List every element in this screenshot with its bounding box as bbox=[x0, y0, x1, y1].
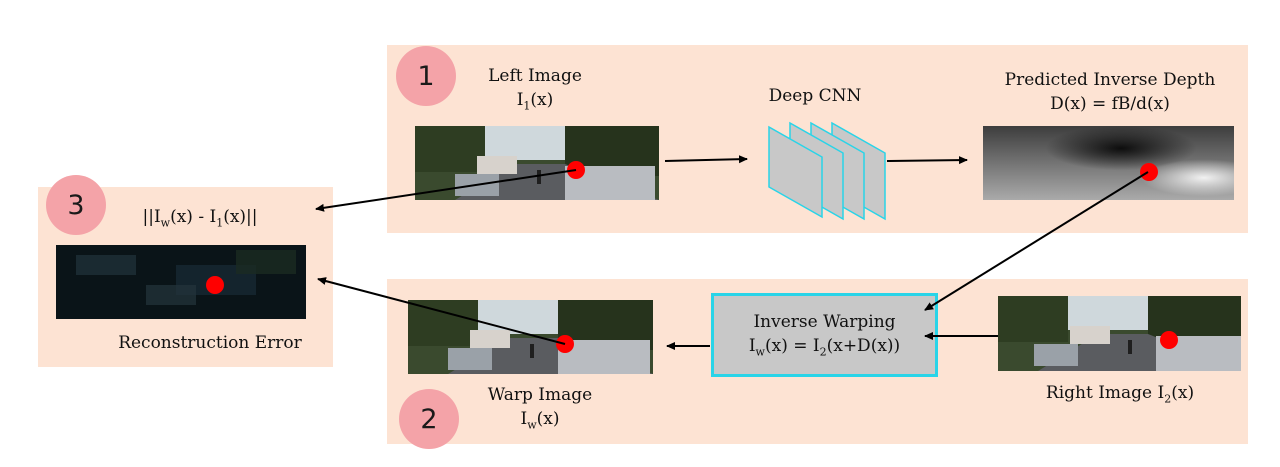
depth-map-image bbox=[983, 126, 1234, 200]
inverse-warping-box bbox=[711, 293, 938, 377]
cnn-label: Deep CNN bbox=[768, 86, 862, 106]
step-3-badge: 3 bbox=[46, 175, 106, 235]
warp-image-title: Warp Image bbox=[487, 385, 593, 405]
inverse-warping-formula: Iw(x) = I2(x+D(x)) bbox=[748, 336, 901, 359]
left-image-formula: I1(x) bbox=[516, 90, 554, 113]
right-image bbox=[998, 296, 1241, 371]
warp-image-formula: Iw(x) bbox=[520, 409, 560, 432]
arrow-depth-to-warping bbox=[924, 171, 1149, 311]
step-2-badge: 2 bbox=[399, 389, 459, 449]
cnn-layer-1 bbox=[768, 125, 823, 219]
marker-error-image bbox=[206, 276, 224, 294]
arrow-left-to-cnn bbox=[664, 155, 748, 164]
arrow-left-to-error bbox=[315, 169, 577, 212]
left-image-label: Left Image I1(x) bbox=[470, 64, 600, 118]
marker-depth-map bbox=[1140, 163, 1158, 181]
depth-formula: D(x) = fB/d(x) bbox=[1050, 94, 1170, 114]
left-image-title: Left Image bbox=[488, 66, 582, 86]
error-caption: Reconstruction Error bbox=[118, 333, 302, 353]
error-formula: ||Iw(x) - I1(x)|| bbox=[142, 207, 258, 230]
arrow-warp-to-error bbox=[317, 277, 566, 345]
step-1-badge: 1 bbox=[396, 46, 456, 106]
marker-right-image bbox=[1160, 331, 1178, 349]
warp-image-label: Warp Image Iw(x) bbox=[470, 383, 610, 437]
depth-title: Predicted Inverse Depth bbox=[1004, 70, 1216, 90]
depth-label: Predicted Inverse Depth D(x) = fB/d(x) bbox=[980, 68, 1240, 116]
arrow-cnn-to-depth bbox=[886, 156, 968, 165]
inverse-warping-title: Inverse Warping bbox=[753, 312, 896, 332]
inverse-warping-label: Inverse Warping Iw(x) = I2(x+D(x)) bbox=[711, 310, 938, 364]
cnn-layers bbox=[768, 121, 886, 221]
warp-image bbox=[408, 300, 653, 374]
right-image-label: Right Image I2(x) bbox=[1045, 383, 1195, 406]
